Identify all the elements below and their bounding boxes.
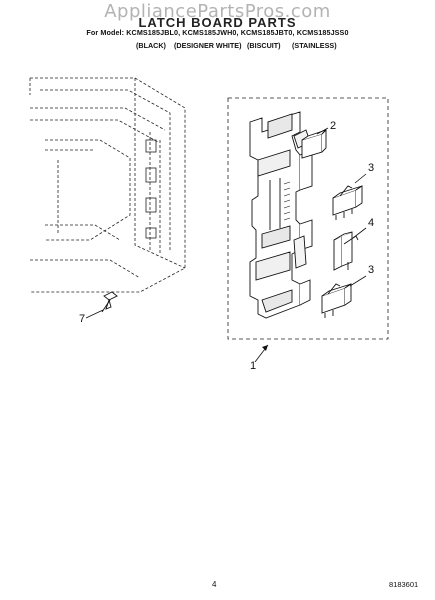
assembly-box [227,97,389,340]
page-title: LATCH BOARD PARTS [138,15,297,30]
cavity-details [145,139,157,239]
leader-3a [354,173,367,184]
latch-board [249,111,313,319]
leader-4 [352,227,367,239]
color-designer-white: (DESIGNER WHITE) [174,41,242,50]
callout-4: 4 [368,217,375,229]
cavity-frame [29,77,186,293]
callout-1: 1 [250,360,257,372]
switch-part-4 [333,231,359,271]
color-stainless: (STAINLESS) [292,41,337,50]
watermark: AppliancePartsPros.com [104,1,331,22]
document-number: 8183601 [389,580,419,589]
arrow-1 [262,345,268,351]
leader-3b [349,275,367,287]
color-biscuit: (BISCUIT) [247,41,281,50]
leader-2 [316,127,329,135]
switch-part-3-upper [332,185,363,220]
callout-2: 2 [330,120,337,132]
color-black: (BLACK) [136,41,166,50]
callout-7: 7 [79,313,86,325]
latch-board-ribs [283,181,291,221]
switch-part-3-lower [321,283,352,318]
screw [101,291,118,313]
model-list: For Model: KCMS185JBL0, KCMS185JWH0, KCM… [86,28,349,37]
leader-7 [85,309,104,319]
page-number: 4 [212,580,217,589]
callout-3-upper: 3 [368,162,375,174]
callout-3-lower: 3 [368,264,375,276]
